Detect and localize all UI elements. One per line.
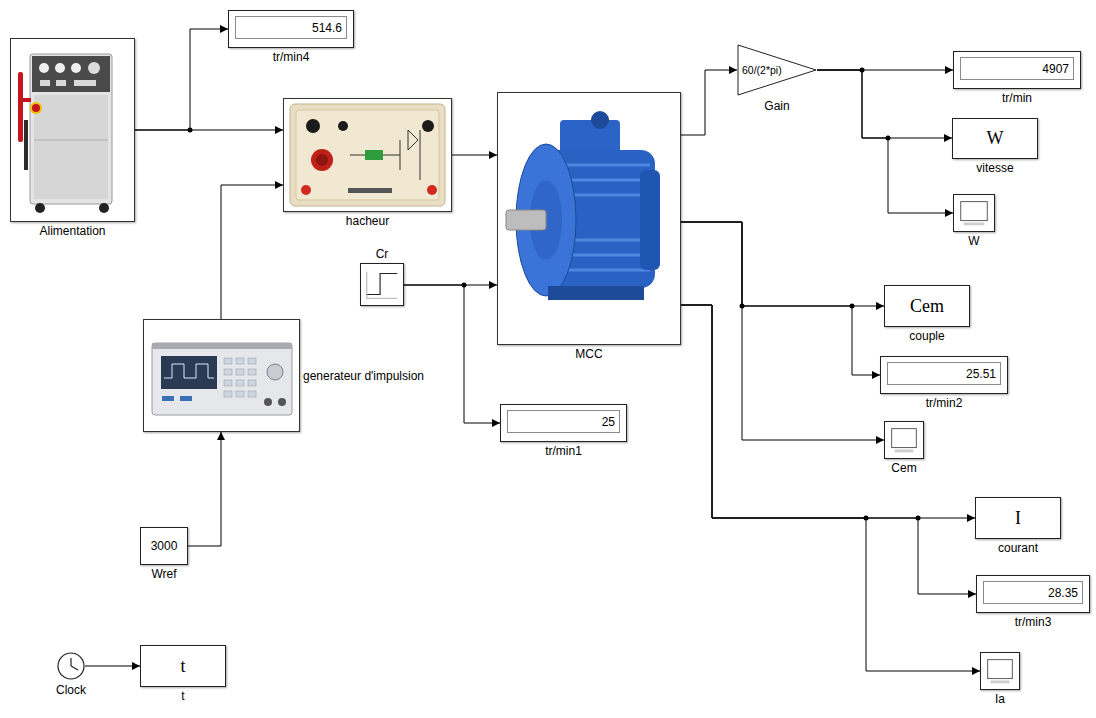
signal-line — [817, 70, 953, 213]
block-label: tr/min2 — [926, 396, 963, 410]
signal-line — [135, 130, 283, 131]
gain-block: 60/(2*pi)Gain — [737, 44, 817, 96]
display-field: 28.35 — [983, 581, 1083, 604]
block-label: Clock — [56, 683, 86, 697]
display-field: 514.6 — [235, 16, 347, 39]
block-label: vitesse — [976, 161, 1013, 175]
display-field: 25 — [507, 410, 620, 433]
block-label: Cem — [891, 461, 916, 475]
step-icon — [361, 264, 403, 305]
display-value: 4907 — [1042, 62, 1069, 76]
signal-line — [452, 155, 497, 156]
variable-name: I — [1015, 508, 1021, 529]
pulse-generator-picture — [143, 319, 300, 432]
block-label: Wref — [151, 567, 176, 581]
block-label: Ia — [995, 692, 1005, 706]
block-label: tr/min — [1002, 91, 1032, 105]
block-label: generateur d'impulsion — [303, 369, 424, 383]
signal-line — [188, 432, 221, 546]
block-label: courant — [998, 541, 1038, 555]
display-value: 25.51 — [966, 367, 996, 381]
motor-block: MCC — [497, 92, 681, 345]
block-label: tr/min3 — [1015, 615, 1052, 629]
chopper-picture — [283, 98, 452, 212]
scope-icon — [885, 422, 923, 458]
scope-block: Cem — [884, 421, 924, 459]
block-label: t — [181, 689, 184, 703]
block-label: tr/min1 — [545, 444, 582, 458]
power-supply-picture — [10, 38, 135, 222]
display-value: 28.35 — [1048, 586, 1078, 600]
display-value: 514.6 — [312, 21, 342, 35]
scope-block: Ia — [980, 652, 1020, 690]
variable-name: Cem — [910, 296, 944, 317]
display-block: 28.35tr/min3 — [976, 575, 1090, 613]
signal-line — [681, 305, 975, 518]
chopper-block: hacheur — [283, 98, 452, 212]
variable-name: t — [180, 656, 185, 677]
scope-block: W — [953, 194, 995, 232]
block-label: couple — [909, 329, 944, 343]
signal-line — [681, 222, 880, 375]
to-workspace-block: Icourant — [975, 497, 1061, 539]
signal-line — [681, 222, 884, 306]
variable-name: W — [987, 128, 1004, 149]
step-block: Cr — [360, 263, 404, 306]
signal-line — [681, 70, 737, 135]
display-field: 4907 — [960, 57, 1074, 80]
display-block: 4907tr/min — [953, 51, 1081, 89]
signal-line — [135, 29, 228, 130]
scope-icon — [954, 195, 994, 231]
block-label: Cr — [376, 247, 389, 261]
clock-block: Clock — [57, 652, 85, 680]
junction-dots — [188, 68, 921, 521]
block-label: Alimentation — [39, 224, 105, 238]
signal-line — [681, 305, 976, 594]
to-workspace-block: tt — [140, 645, 226, 687]
to-workspace-block: Cemcouple — [884, 285, 970, 327]
display-block: 25.51tr/min2 — [880, 356, 1008, 394]
display-block: 514.6tr/min4 — [228, 10, 354, 48]
display-value: 25 — [602, 415, 615, 429]
gain-value: 60/(2*pi) — [742, 64, 782, 76]
constant-value: 3000 — [151, 539, 178, 553]
block-label: MCC — [575, 347, 602, 361]
pulse-generator-block: generateur d'impulsion — [143, 319, 300, 432]
constant-block: 3000Wref — [140, 527, 188, 565]
block-label: Gain — [764, 99, 789, 113]
signal-line — [85, 666, 140, 667]
signal-line — [817, 70, 952, 138]
display-field: 25.51 — [887, 362, 1001, 385]
clock-icon — [57, 652, 85, 680]
signal-line — [404, 285, 500, 423]
block-label: hacheur — [346, 214, 389, 228]
block-label: W — [968, 234, 979, 248]
to-workspace-block: Wvitesse — [952, 118, 1038, 159]
signal-line — [221, 185, 283, 319]
power-supply-block: Alimentation — [10, 38, 135, 222]
block-label: tr/min4 — [273, 50, 310, 64]
motor-picture — [497, 92, 681, 345]
display-block: 25tr/min1 — [500, 404, 627, 442]
signal-line — [681, 222, 884, 440]
scope-icon — [981, 653, 1019, 689]
